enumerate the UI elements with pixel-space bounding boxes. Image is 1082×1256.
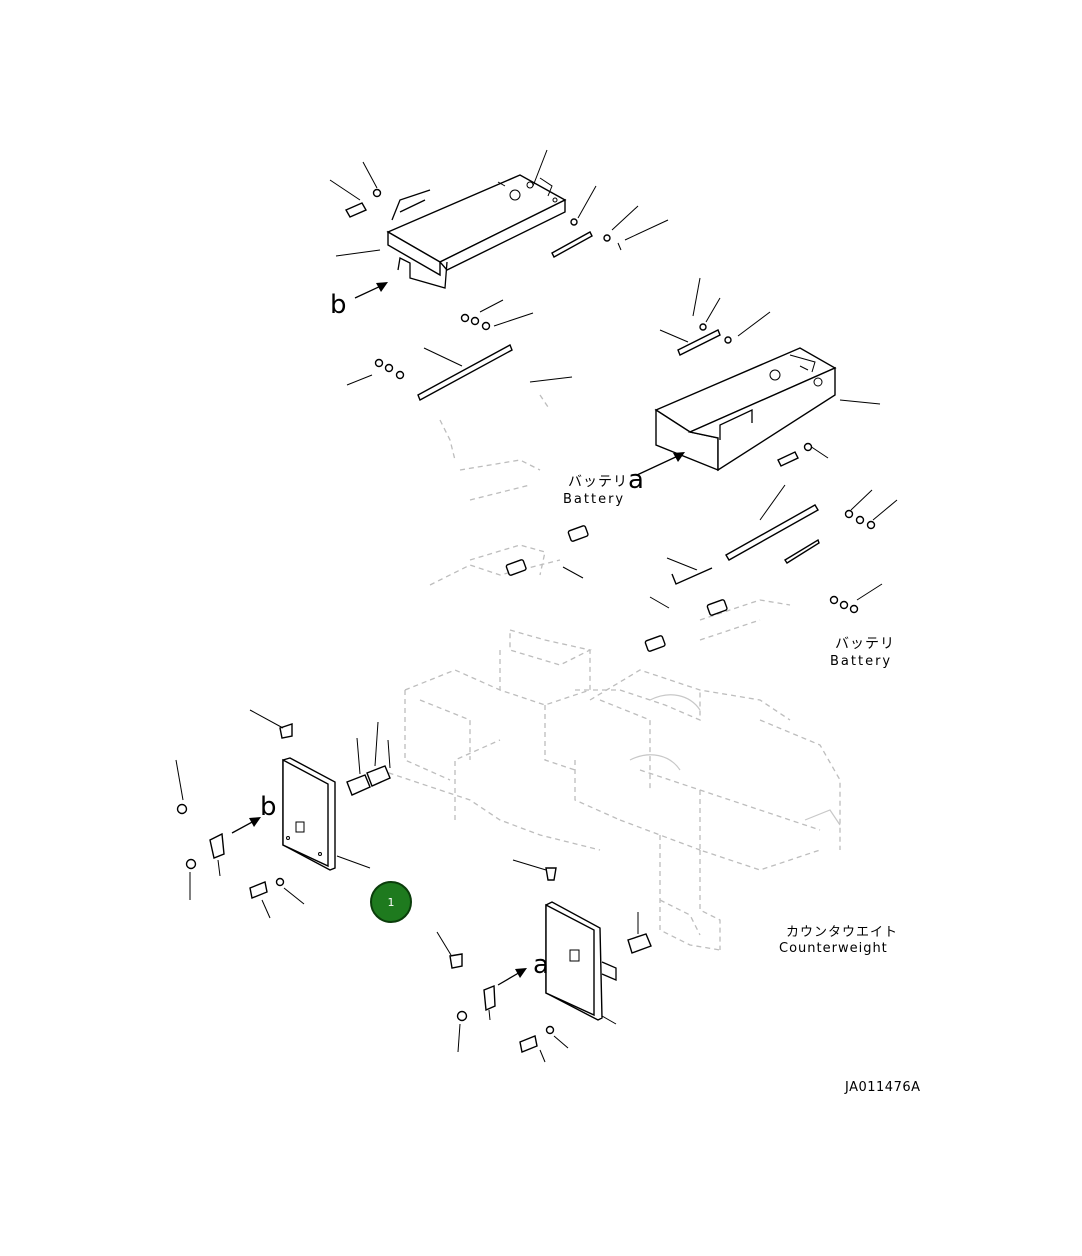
top-cover-plate <box>386 174 567 289</box>
drawing-code: JA011476A <box>844 1080 921 1095</box>
ref-b-top: b <box>330 290 347 320</box>
left-plate-fasteners <box>175 709 391 919</box>
battery-label-jp-2: バッテリ <box>835 636 895 652</box>
counterweight-label-jp: カウンタウエイト <box>786 925 898 940</box>
battery-label-jp-1: バッテリ <box>568 474 628 490</box>
ref-a-bottom: a <box>533 950 549 980</box>
fasteners-top <box>345 188 732 401</box>
machine-frame-ghost <box>379 394 841 951</box>
text-labels: b a b a バッテリ Battery バッテリ Battery カウンタウエ… <box>260 290 921 1095</box>
left-side-plate <box>282 757 371 871</box>
callout-badge-1[interactable]: 1 <box>370 881 412 923</box>
battery-label-en-1: Battery <box>563 492 625 507</box>
right-plate-fasteners <box>436 859 652 1063</box>
ref-a-top: a <box>628 465 644 495</box>
ref-b-bottom: b <box>260 792 277 822</box>
right-side-plate <box>545 901 617 1025</box>
battery-label-en-2: Battery <box>830 654 892 669</box>
counterweight-label-en: Counterweight <box>779 941 888 956</box>
leader-lines-top <box>329 149 898 609</box>
callout-circle[interactable] <box>370 881 412 923</box>
battery-box <box>654 347 837 472</box>
callout-number: 1 <box>388 896 395 909</box>
reference-arrows <box>231 282 685 986</box>
battery-fasteners <box>505 442 876 652</box>
